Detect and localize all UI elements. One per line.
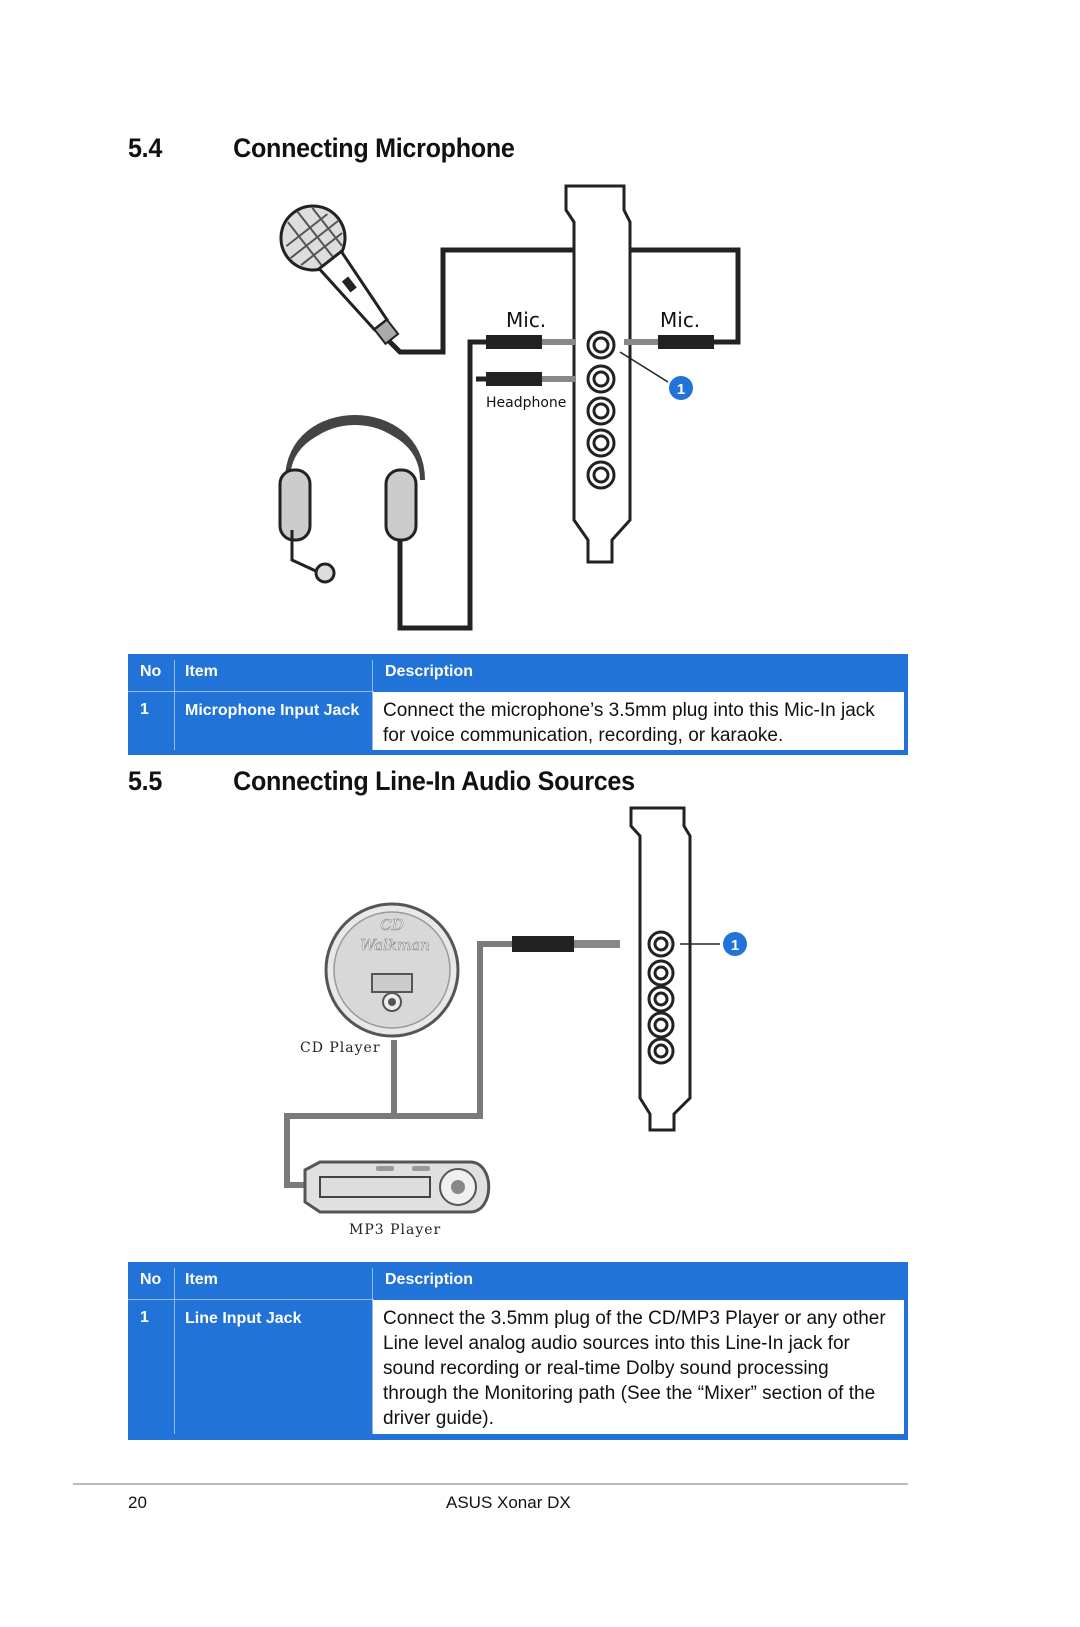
section-number: 5.5 bbox=[128, 766, 163, 796]
callout-number: 1 bbox=[677, 381, 685, 398]
mp3-player-label: MP3 Player bbox=[349, 1222, 441, 1238]
mic-label-right: Mic. bbox=[660, 308, 700, 332]
sound-card-bracket bbox=[564, 184, 632, 564]
mic-plug-right bbox=[624, 335, 714, 349]
mic-label-left: Mic. bbox=[506, 308, 546, 332]
row-description: Connect the microphone’s 3.5mm plug into… bbox=[373, 692, 904, 750]
mp3-player-icon bbox=[303, 1160, 491, 1214]
cd-face-line2: Walkman bbox=[360, 936, 430, 954]
header-no: No bbox=[140, 663, 162, 680]
headphone-plug bbox=[486, 372, 576, 386]
footer-divider bbox=[73, 1483, 908, 1485]
table-line-in: No Item Description 1 Line Input Jack Co… bbox=[128, 1262, 908, 1440]
table-header: No Item Description bbox=[128, 1262, 908, 1300]
header-no: No bbox=[140, 1271, 162, 1288]
microphone-icon bbox=[279, 204, 400, 346]
sound-card-bracket bbox=[629, 806, 692, 1132]
cd-face-line1: CD bbox=[380, 916, 404, 934]
cd-player-icon bbox=[324, 902, 460, 1038]
table-header: No Item Description bbox=[128, 654, 908, 692]
section-heading-5-4: 5.4 Connecting Microphone bbox=[128, 133, 686, 165]
mic-plug-left bbox=[486, 335, 576, 349]
row-divider bbox=[128, 1299, 374, 1300]
column-divider bbox=[174, 1268, 175, 1434]
column-divider bbox=[372, 660, 373, 750]
callout-badge bbox=[669, 376, 693, 400]
row-item: Microphone Input Jack bbox=[185, 702, 360, 719]
line-in-connection-diagram: CD Walkman CD Player MP3 Player 1 bbox=[284, 806, 747, 1238]
document-name: ASUS Xonar DX bbox=[446, 1493, 571, 1512]
row-divider bbox=[128, 691, 374, 692]
page-number: 20 bbox=[128, 1493, 147, 1512]
row-item: Line Input Jack bbox=[185, 1310, 302, 1327]
section-title: Connecting Microphone bbox=[233, 133, 515, 163]
row-number: 1 bbox=[140, 701, 149, 718]
column-divider bbox=[174, 660, 175, 750]
callout-number: 1 bbox=[731, 937, 739, 954]
section-heading-5-5: 5.5 Connecting Line-In Audio Sources bbox=[128, 766, 779, 798]
section-number: 5.4 bbox=[128, 133, 163, 163]
header-description: Description bbox=[385, 1271, 474, 1288]
callout-badge bbox=[723, 932, 747, 956]
row-number: 1 bbox=[140, 1309, 149, 1326]
cd-player-label: CD Player bbox=[300, 1040, 381, 1056]
headphone-icon bbox=[278, 415, 425, 584]
microphone-connection-diagram: Mic. Mic. Headphone 1 bbox=[278, 184, 741, 631]
row-description: Connect the 3.5mm plug of the CD/MP3 Pla… bbox=[373, 1300, 904, 1434]
headphone-label: Headphone bbox=[486, 395, 566, 411]
header-item: Item bbox=[185, 663, 218, 680]
line-in-plug bbox=[512, 936, 620, 952]
header-item: Item bbox=[185, 1271, 218, 1288]
column-divider bbox=[372, 1268, 373, 1434]
header-description: Description bbox=[385, 663, 474, 680]
table-microphone: No Item Description 1 Microphone Input J… bbox=[128, 654, 908, 755]
section-title: Connecting Line-In Audio Sources bbox=[233, 766, 635, 796]
